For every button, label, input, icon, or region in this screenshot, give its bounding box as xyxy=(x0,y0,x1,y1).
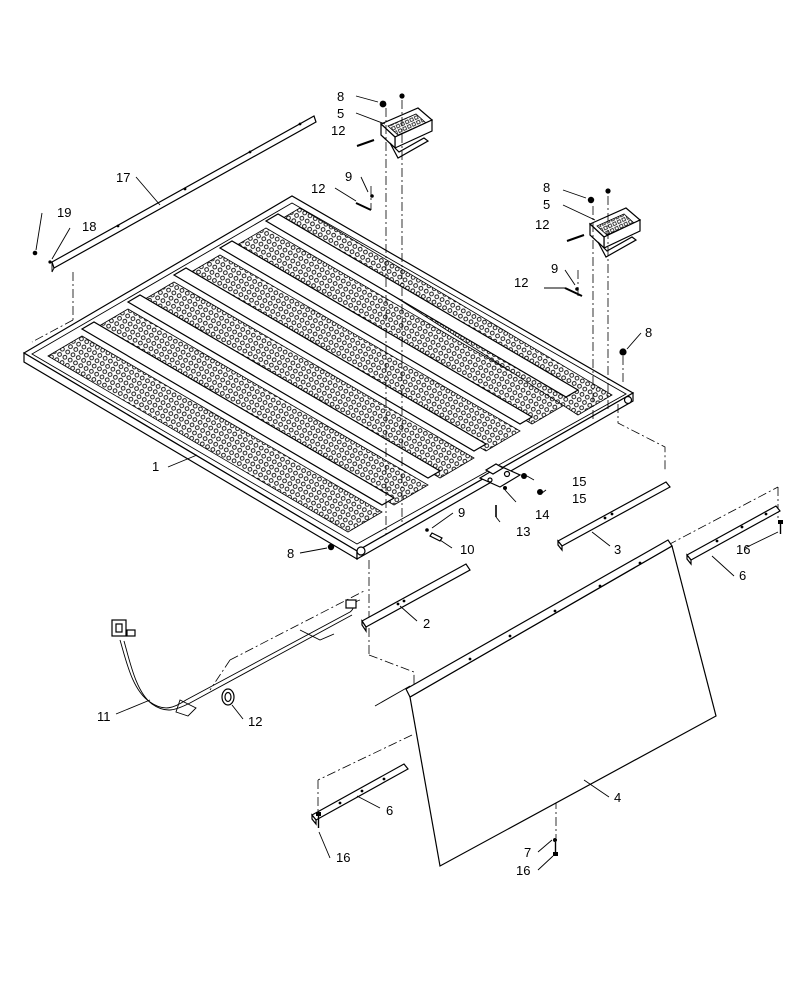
callout-10: 10 xyxy=(460,542,474,557)
work-light-right xyxy=(588,207,642,258)
nut-8 xyxy=(379,100,387,108)
nut-8 xyxy=(587,196,595,204)
fastener-19 xyxy=(32,250,38,256)
strip-2 xyxy=(361,563,471,633)
callout-8: 8 xyxy=(287,546,294,561)
wire-harness-11 xyxy=(111,599,361,717)
sieve-frame xyxy=(22,195,635,561)
nut-8 xyxy=(619,348,627,356)
screw-9 xyxy=(370,194,374,198)
washer-7 xyxy=(553,838,557,842)
callout-11: 11 xyxy=(97,709,111,724)
cross-rail xyxy=(126,294,442,479)
pin-12 xyxy=(355,202,372,211)
callout-12: 12 xyxy=(248,714,262,729)
callout-3: 3 xyxy=(614,542,621,557)
callout-14: 14 xyxy=(535,507,549,522)
work-light-left xyxy=(379,107,434,159)
cross-rail xyxy=(264,213,580,398)
nut-15 xyxy=(537,489,543,495)
strip-6-lower xyxy=(311,763,409,826)
callout-1: 1 xyxy=(152,459,159,474)
bolt-16 xyxy=(553,842,558,856)
assembly-lines xyxy=(31,100,779,838)
callout-16: 16 xyxy=(516,863,530,878)
callout-2: 2 xyxy=(423,616,430,631)
callout-6: 6 xyxy=(739,568,746,583)
callout-5: 5 xyxy=(543,197,550,212)
nut-8 xyxy=(399,93,405,99)
callout-13: 13 xyxy=(516,524,530,539)
callout-7: 7 xyxy=(524,845,531,860)
corner-pivot xyxy=(623,395,633,405)
bolt-10 xyxy=(429,532,443,542)
fastener-18 xyxy=(48,260,52,264)
corner-pivot xyxy=(356,546,366,556)
callout-8: 8 xyxy=(645,325,652,340)
callout-16: 16 xyxy=(736,542,750,557)
callout-15: 15 xyxy=(572,491,586,506)
callout-4: 4 xyxy=(614,790,621,805)
callout-15: 15 xyxy=(572,474,586,489)
mesh-section xyxy=(47,335,383,533)
callout-9: 9 xyxy=(345,169,352,184)
leader-lines xyxy=(35,95,779,871)
callout-labels: 8 5 12 9 12 17 19 18 8 5 12 9 12 8 1 15 … xyxy=(57,89,750,878)
strip-3 xyxy=(557,481,671,552)
screw-9 xyxy=(425,528,429,532)
callout-12: 12 xyxy=(331,123,345,138)
cover-plate-4 xyxy=(374,539,717,867)
callout-18: 18 xyxy=(82,219,96,234)
pin-12 xyxy=(356,139,375,147)
callout-8: 8 xyxy=(543,180,550,195)
adjuster-bracket xyxy=(478,463,522,488)
bolt-16 xyxy=(316,812,321,828)
nut-15 xyxy=(521,473,527,479)
cross-rail xyxy=(80,321,396,506)
callout-17: 17 xyxy=(116,170,130,185)
callout-19: 19 xyxy=(57,205,71,220)
callout-6: 6 xyxy=(386,803,393,818)
washer-14 xyxy=(503,486,507,490)
callout-5: 5 xyxy=(337,106,344,121)
cross-rail xyxy=(218,240,534,425)
nut-8 xyxy=(327,543,335,551)
callout-9: 9 xyxy=(551,261,558,276)
callout-8: 8 xyxy=(337,89,344,104)
nut-8 xyxy=(605,188,611,194)
pin-12 xyxy=(564,287,583,297)
callout-12: 12 xyxy=(311,181,325,196)
strip-17 xyxy=(51,115,317,273)
pin-12 xyxy=(566,234,585,242)
cross-rail xyxy=(172,267,488,452)
bolt-16 xyxy=(778,520,783,534)
callout-9: 9 xyxy=(458,505,465,520)
callout-12: 12 xyxy=(514,275,528,290)
callout-12: 12 xyxy=(535,217,549,232)
callout-16: 16 xyxy=(336,850,350,865)
strip-6-upper xyxy=(686,505,781,566)
